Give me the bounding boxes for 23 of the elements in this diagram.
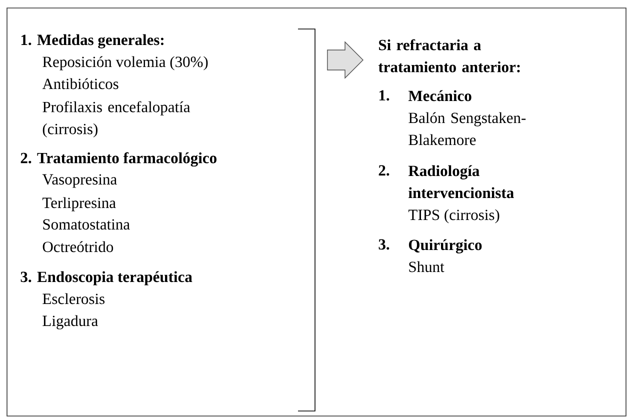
list-item: Vasopresina xyxy=(42,174,117,188)
list-item: Reposición volemia (30%) xyxy=(42,56,208,70)
list-item: Profilaxis encefalopatía (cirrosis) xyxy=(42,101,190,138)
list-heading: Mecánico xyxy=(408,90,472,102)
list-item: Antibióticos xyxy=(42,78,118,90)
list-item: Somatostatina xyxy=(43,219,130,230)
list-heading: 3. Endoscopia terapéutica xyxy=(20,271,192,286)
list-item: Esclerosis xyxy=(42,293,104,304)
arrow xyxy=(327,41,364,79)
list-item: TIPS (cirrosis) xyxy=(408,209,500,224)
list-heading: Quirúrgico xyxy=(408,239,482,254)
list-item: Shunt xyxy=(409,261,444,272)
list-heading: Radiología intervencionista xyxy=(408,165,514,198)
list-item: Balón Sengstaken-Blakemore xyxy=(408,112,526,146)
item-number: 1. xyxy=(379,90,390,101)
item-number: 2. xyxy=(378,165,390,176)
list-item: Octreótrido xyxy=(42,241,114,252)
item-number: 3. xyxy=(378,239,390,250)
list-heading: 1. Medidas generales: xyxy=(21,34,164,48)
list-item: Ligadura xyxy=(42,315,98,330)
list-heading: Si refractaria a tratamiento anterior: xyxy=(378,39,520,72)
list-item: Terlipresina xyxy=(42,197,116,212)
list-heading: 2. Tratamiento farmacológico xyxy=(20,152,216,167)
